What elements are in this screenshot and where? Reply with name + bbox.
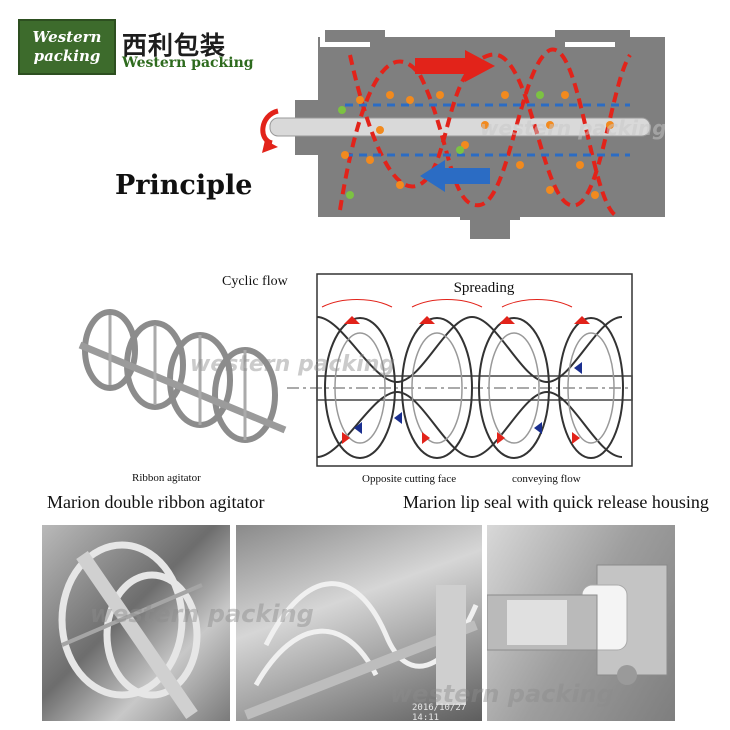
lip-seal-caption: Marion lip seal with quick release housi… (403, 492, 709, 512)
conveying-flow-label: conveying flow (512, 473, 581, 485)
cyclic-flow-label: Cyclic flow (222, 274, 288, 289)
lip-seal-photo (487, 525, 675, 721)
photo-timestamp: 2016/10/27 14:11 (412, 703, 467, 721)
ribbon-agitator-label: Ribbon agitator (132, 472, 201, 484)
principle-title: Principle (115, 170, 253, 201)
double-ribbon-photo (42, 525, 230, 721)
diagram-watermark: western packing (480, 116, 665, 140)
double-ribbon-caption: Marion double ribbon agitator (47, 492, 265, 512)
spreading-label: Spreading (454, 280, 515, 296)
agitator-shaft (269, 117, 651, 137)
flow-direction-arrows (415, 50, 495, 192)
logo-line-2: packing (33, 47, 101, 65)
brand-chinese-name: 西利包装 (122, 31, 227, 60)
watermark-bottom: western packing (390, 680, 614, 708)
spreading-diagram: Spreading (287, 273, 633, 467)
opposite-cutting-face-label: Opposite cutting face (362, 473, 457, 485)
logo-line-1: Western (32, 28, 102, 46)
inner-ribbon-flow (345, 103, 630, 157)
rotation-arrow (260, 108, 279, 146)
brand-english-name: Western packing (122, 55, 254, 71)
watermark-middle: western packing (190, 352, 396, 377)
principle-diagram: western packing (260, 30, 665, 239)
ribbon-agitator-illustration (78, 309, 287, 443)
brand-logo: Western packing (18, 19, 116, 75)
mixer-trough-photo: 2016/10/27 14:11 (236, 525, 482, 721)
material-particles (338, 91, 614, 199)
watermark-photos: western packing (90, 600, 314, 628)
